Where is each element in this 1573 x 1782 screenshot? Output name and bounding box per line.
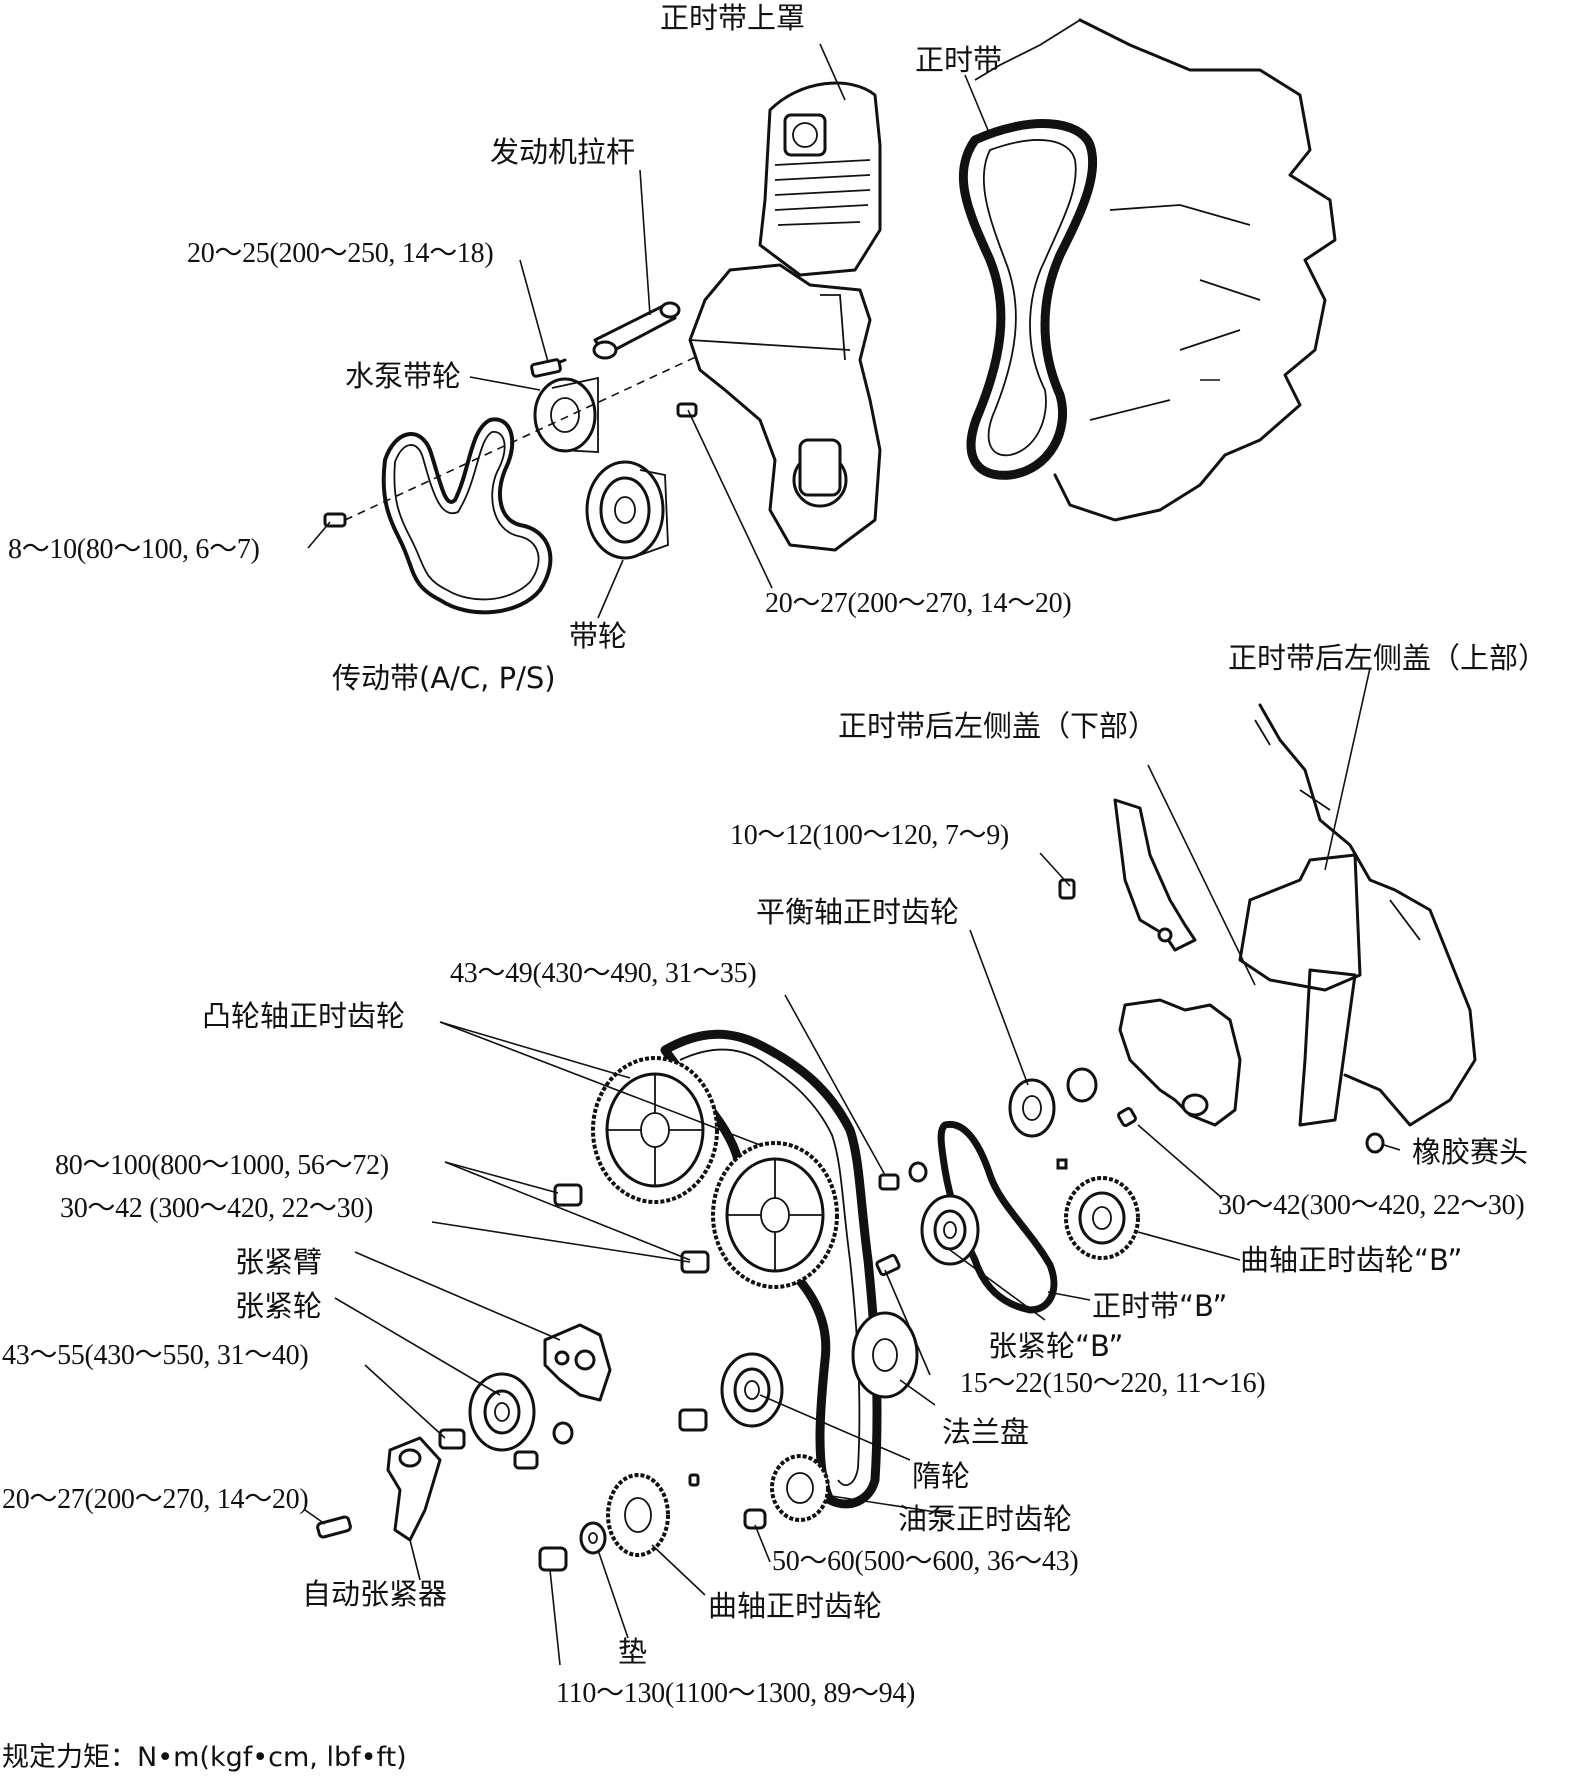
label-torque-drive-belt-bolt: 8～10(80～100, 6～7): [8, 534, 260, 565]
timing-belt-upper-cover: [758, 81, 882, 277]
label-crankshaft-sprocket-b: 曲轴正时齿轮“B”: [1240, 1243, 1463, 1277]
label-engine-support-rod: 发动机拉杆: [490, 135, 636, 169]
flange: [851, 1311, 919, 1399]
label-idler-pulley: 隋轮: [912, 1459, 971, 1493]
label-torque-tensioner-b-bolt: 15～22(150～220, 11～16): [960, 1368, 1266, 1399]
crankshaft-pulley: [585, 460, 669, 560]
engine-block-outline-lower: [1238, 703, 1477, 1127]
label-tensioner-arm: 张紧臂: [235, 1245, 323, 1279]
tensioner-pulley: [468, 1372, 574, 1452]
tensioner-arm: [543, 1323, 612, 1402]
label-torque-cover-bolt: 10～12(100～120, 7～9): [730, 820, 1009, 851]
label-rubber-plug: 橡胶赛头: [1412, 1135, 1529, 1169]
label-torque-sprocket-bolt: 80～100(800～1000, 56～72): [55, 1150, 389, 1181]
upper-leader-lines: [307, 43, 1220, 619]
sprocket-bolts: [553, 1107, 1137, 1277]
label-auto-tensioner: 自动张紧器: [302, 1577, 448, 1611]
label-tensioner-pulley: 张紧轮: [235, 1289, 323, 1323]
assembly-centerline: [344, 354, 701, 521]
label-torque-tensioner-arm-bolt: 30～42 (300～420, 22～30): [60, 1193, 374, 1224]
label-timing-belt-b: 正时带“B”: [1092, 1289, 1228, 1323]
label-washer: 垫: [618, 1635, 648, 1669]
engine-block-outline: [974, 18, 1337, 522]
label-water-pump-pulley: 水泵带轮: [345, 359, 462, 393]
label-rear-left-cover-lower: 正时带后左侧盖（下部）: [838, 709, 1158, 743]
label-torque-tensioner-pulley-bolt: 43～55(430～550, 31～40): [2, 1340, 309, 1371]
crankshaft-sprocket-b: [1064, 1176, 1140, 1260]
label-flange: 法兰盘: [942, 1415, 1030, 1449]
water-pump-pulley: [530, 358, 599, 453]
timing-belt-b: [937, 1120, 1058, 1314]
crankshaft-sprocket: [606, 1473, 700, 1557]
tensioner-b: [920, 1194, 980, 1266]
label-timing-belt-upper-cover: 正时带上罩: [660, 1, 806, 35]
washer-and-bolt: [538, 1521, 607, 1572]
label-pulley: 带轮: [569, 619, 628, 653]
label-oil-pump-sprocket: 油泵正时齿轮: [898, 1502, 1073, 1536]
camshaft-sprocket-right: [711, 1141, 839, 1289]
cover-bolt: [1058, 878, 1076, 900]
label-tensioner-b: 张紧轮“B”: [988, 1329, 1124, 1363]
label-torque-water-pump-bolt: 20～27(200～270, 14～20): [765, 588, 1072, 619]
label-torque-water-pump-pulley-bolt: 20～25(200～250, 14～18): [187, 238, 494, 269]
balance-shaft-bracket: [1118, 998, 1242, 1127]
water-pump-housing: [688, 263, 882, 552]
idler-pulley: [720, 1352, 784, 1428]
rear-left-cover-lower: [1113, 798, 1197, 952]
label-crankshaft-sprocket: 曲轴正时齿轮: [708, 1589, 883, 1623]
label-torque-auto-tensioner-bolt: 20～27(200～270, 14～20): [2, 1484, 309, 1515]
label-torque-crankshaft-bolt: 110～130(1100～1300, 89～94): [556, 1678, 916, 1709]
tensioner-pulley-bolt: [438, 1428, 466, 1450]
tensioner-arm-bolt: [513, 1450, 539, 1470]
rubber-plug-shape: [1365, 1132, 1385, 1154]
oil-pump-sprocket: [743, 1454, 830, 1530]
label-drive-belt: 传动带(A/C, P/S): [332, 661, 556, 695]
drive-belt: [381, 417, 553, 615]
label-balance-shaft-sprocket: 平衡轴正时齿轮: [756, 895, 960, 929]
label-torque-balance-bolt: 30～42(300～420, 22～30): [1218, 1190, 1525, 1221]
balance-shaft-sprocket: [1008, 1067, 1098, 1138]
engine-support-rod: [592, 301, 681, 360]
label-timing-belt: 正时带: [915, 43, 1003, 77]
label-camshaft-sprocket: 凸轮轴正时齿轮: [202, 999, 406, 1033]
idler-bolt: [678, 1408, 708, 1432]
timing-belt: [958, 119, 1098, 480]
label-torque-camshaft-bolt: 43～49(430～490, 31～35): [450, 958, 757, 989]
lower-leader-lines: [304, 667, 1401, 1666]
auto-tensioner: [316, 1436, 442, 1542]
footnote-torque-units: 规定力矩：N•m(kgf•cm, lbf•ft): [2, 1742, 407, 1773]
label-torque-oil-pump-nut: 50～60(500～600, 36～43): [772, 1546, 1079, 1577]
label-rear-left-cover-upper: 正时带后左侧盖（上部）: [1228, 641, 1548, 675]
camshaft-sprocket-left: [591, 1056, 719, 1204]
